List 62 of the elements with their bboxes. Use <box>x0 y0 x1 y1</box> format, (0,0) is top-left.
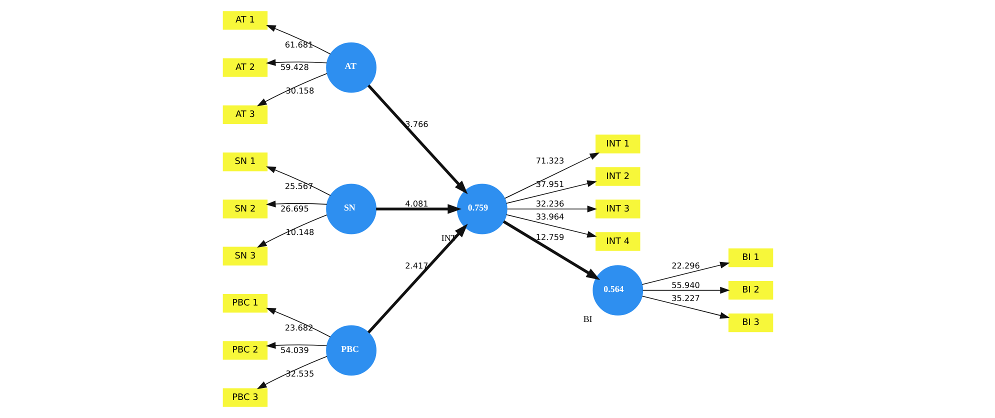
arrow <box>506 206 597 212</box>
node-box: PBC 3 <box>222 388 268 407</box>
arrow <box>366 84 468 194</box>
edge-label: 71.323 <box>535 155 564 166</box>
node-circle: AT <box>326 42 376 93</box>
node-circle: 0.564 <box>592 265 643 316</box>
edge-label: 25.567 <box>284 180 313 191</box>
arrow <box>505 214 596 238</box>
arrow <box>265 200 327 208</box>
node-circle: 0.759 <box>456 184 507 234</box>
node-label: BI <box>582 314 592 324</box>
edge-label: 4.081 <box>404 198 428 209</box>
arrow <box>504 152 600 199</box>
arrow <box>642 286 730 294</box>
node-box: AT 2 <box>222 58 268 77</box>
edge-label: 30.158 <box>285 86 314 96</box>
edge-label: 26.695 <box>280 203 308 214</box>
arrow <box>376 204 462 214</box>
node-circle: SN <box>326 184 376 234</box>
arrow <box>266 25 330 54</box>
arrow <box>256 214 327 248</box>
arrow <box>502 220 600 280</box>
edge-label: 3.766 <box>404 118 428 129</box>
node-box: INT 3 <box>595 200 640 218</box>
node-box: BI 3 <box>728 313 773 332</box>
node-box: PBC 2 <box>222 341 268 360</box>
arrow <box>366 224 468 334</box>
node-circle: PBC <box>326 325 376 376</box>
edge-label: 33.964 <box>535 212 564 222</box>
arrow <box>266 166 330 196</box>
edge-label: 54.039 <box>280 344 308 355</box>
arrow <box>266 308 330 338</box>
arrow <box>256 356 327 390</box>
node-box: BI 1 <box>728 248 773 268</box>
arrow <box>256 73 327 106</box>
edge-label: 32.535 <box>285 368 314 378</box>
edge-label: 23.682 <box>284 322 313 332</box>
node-box: INT 2 <box>595 167 640 186</box>
edge-label: 32.236 <box>535 198 564 209</box>
node-box: SN 2 <box>222 200 268 218</box>
edge-label: 61.681 <box>284 39 313 50</box>
edge-label: 37.951 <box>535 179 564 190</box>
node-box: AT 1 <box>222 11 268 30</box>
node-box: INT 1 <box>595 134 640 154</box>
edge-label: 22.296 <box>671 260 700 270</box>
edge-label: 12.759 <box>535 232 564 242</box>
arrow <box>265 59 327 66</box>
node-box: SN 3 <box>222 246 268 266</box>
edge-label: 55.940 <box>671 280 700 290</box>
edge-label: 59.428 <box>280 62 308 72</box>
edge-label: 2.417 <box>404 260 428 270</box>
node-box: SN 1 <box>222 152 268 172</box>
node-box: BI 2 <box>728 280 773 300</box>
node-box: PBC 1 <box>222 294 268 313</box>
arrow <box>505 180 596 204</box>
edge-label: 35.227 <box>671 292 700 303</box>
node-box: AT 3 <box>222 105 268 124</box>
arrow <box>265 342 327 349</box>
arrow <box>641 296 730 319</box>
edge-label: 10.148 <box>285 226 314 237</box>
node-box: INT 4 <box>595 232 640 251</box>
arrow <box>641 262 730 285</box>
